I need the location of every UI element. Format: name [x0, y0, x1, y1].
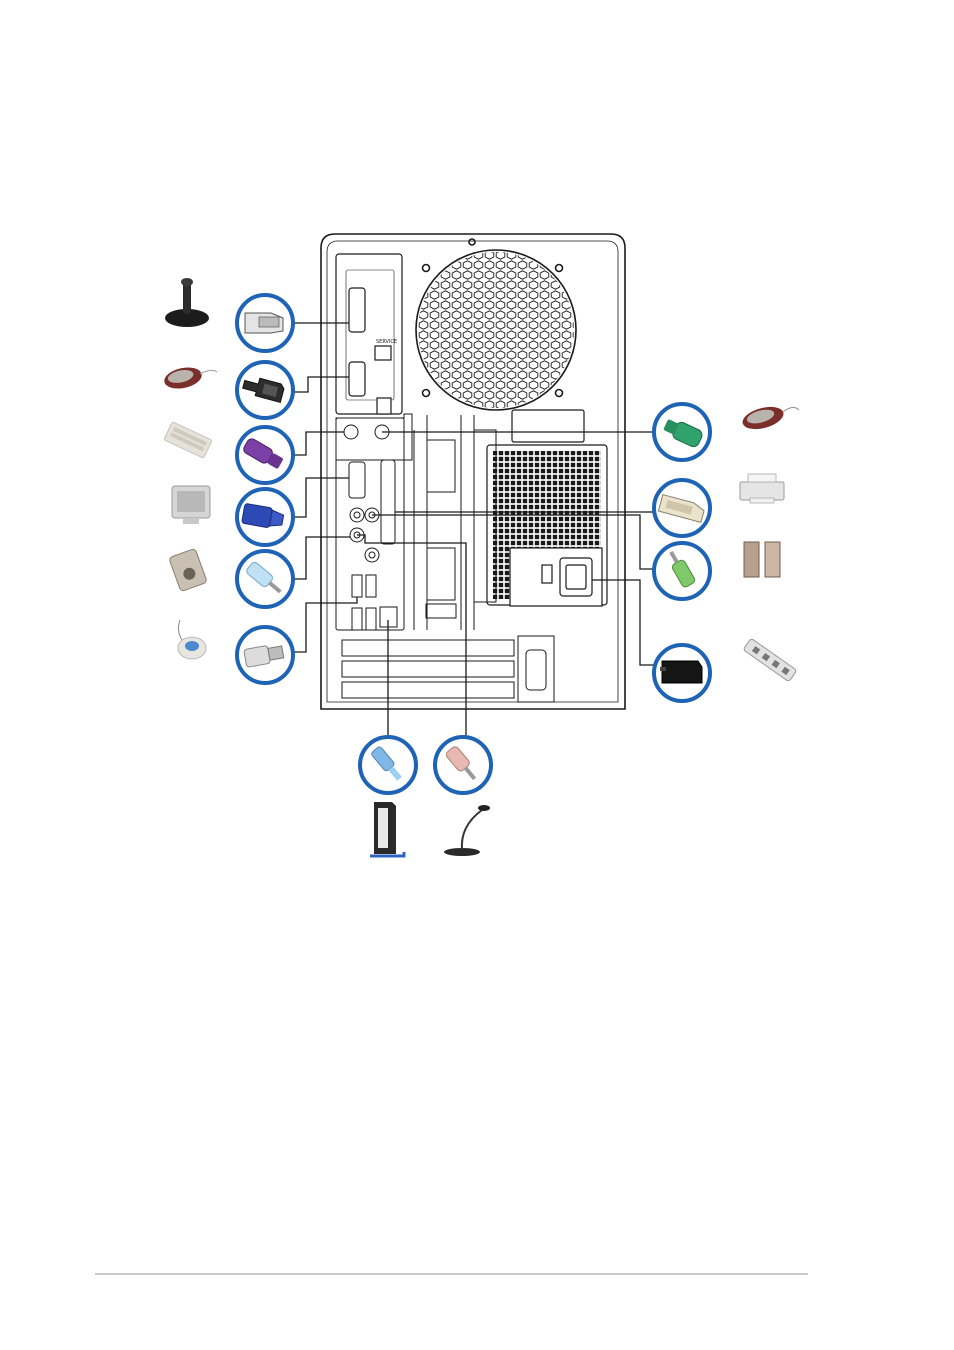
power-strip-icon: [743, 638, 797, 682]
joystick-icon: [165, 278, 209, 327]
usb-mouse-icon: [178, 620, 206, 659]
audio-device-icon: [169, 548, 208, 591]
usb-port: [352, 575, 362, 597]
power-connector-callout: [654, 645, 710, 701]
ps2-keyboard-port: [344, 425, 358, 439]
serial-connector-callout: [237, 362, 293, 418]
power-plug: [660, 661, 702, 683]
gameport-port: [349, 288, 365, 332]
service-switch: [375, 346, 391, 360]
line-in-connector-callout: [237, 551, 293, 607]
speaker-icon: [744, 542, 780, 577]
db15-plug: [245, 313, 283, 333]
power-inlet: [560, 558, 592, 596]
mic-connector-callout: [435, 737, 491, 793]
ps2-mouse-connector-callout: [654, 404, 710, 460]
parallel-port: [381, 460, 395, 544]
ps2-keyboard-connector-callout: [237, 427, 293, 483]
lan-connector-callout: [360, 737, 416, 793]
service-label: SERVICE: [376, 339, 397, 345]
line-out-connector-callout: [654, 543, 710, 599]
line-in-port: [350, 508, 364, 522]
usb-connector-callout: [237, 627, 293, 683]
microphone-icon: [444, 805, 490, 856]
monitor-icon: [172, 486, 210, 524]
footer-rule: [95, 1273, 808, 1275]
printer-icon: [740, 474, 784, 503]
gameport-connector-callout: [237, 295, 293, 351]
keyboard-icon: [164, 422, 212, 459]
modem-icon: [370, 802, 404, 856]
vga-port: [349, 462, 365, 498]
vga-connector-callout: [237, 489, 293, 545]
parallel-connector-callout: [654, 480, 710, 536]
mouse-icon: [740, 403, 799, 433]
serial-port: [349, 362, 365, 396]
mouse-icon: [162, 364, 217, 391]
